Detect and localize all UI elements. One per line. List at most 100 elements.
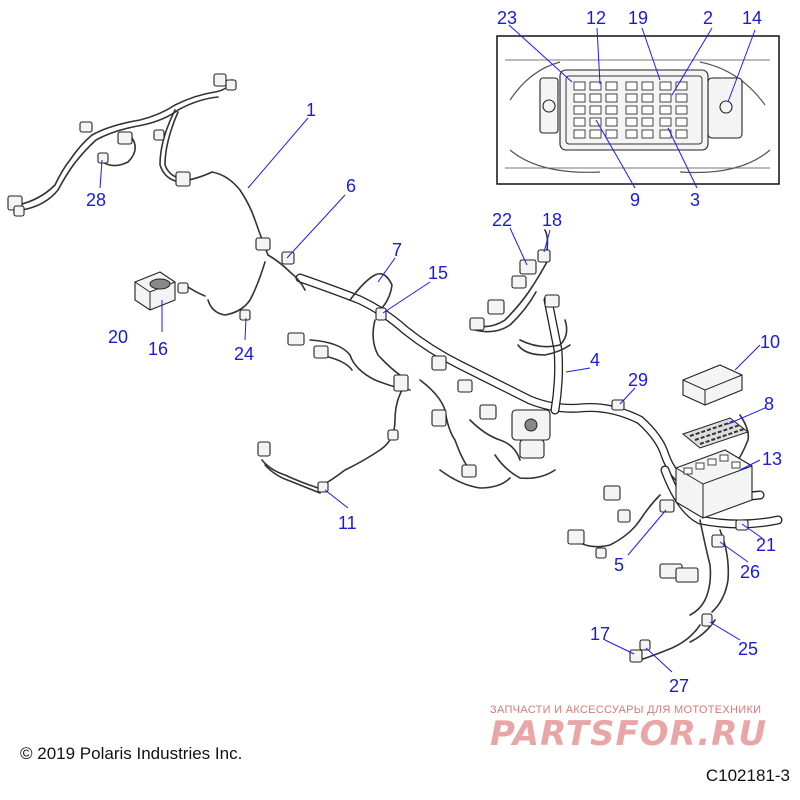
connector-icon (213, 73, 227, 87)
watermark-brand: PARTSFOR.RU (490, 714, 768, 754)
fuse-slot (625, 105, 638, 115)
connector-icon (393, 374, 409, 392)
connector-icon (255, 237, 271, 251)
callout-28: 28 (86, 190, 106, 210)
callout-18: 18 (542, 210, 562, 230)
connector-icon (567, 529, 585, 545)
fuse-box-inset (496, 35, 780, 185)
fuse-slot (675, 93, 688, 103)
fuse-slot (605, 129, 618, 139)
fuse-slot (641, 93, 654, 103)
fuse-slot (589, 105, 602, 115)
connector-icon (153, 129, 165, 141)
fuse-box-13-icon (675, 449, 753, 519)
fuse-slot (605, 93, 618, 103)
callout-20: 20 (108, 327, 128, 347)
fuse-slot (641, 117, 654, 127)
callout-12: 12 (586, 8, 606, 28)
callout-8: 8 (764, 394, 774, 414)
callout-23: 23 (497, 8, 517, 28)
connector-icon (225, 79, 237, 91)
callout-4: 4 (590, 350, 600, 370)
connector-icon (287, 332, 305, 346)
fuse-slot (641, 129, 654, 139)
clip-16-icon (177, 282, 189, 294)
clip-21-icon (735, 519, 749, 531)
connector-icon (511, 275, 527, 289)
fuse-slot (659, 81, 672, 91)
connector-icon (469, 317, 485, 331)
callout-26: 26 (740, 562, 760, 582)
watermark-tagline: ЗАПЧАСТИ И АКСЕССУАРЫ ДЛЯ МОТОТЕХНИКИ (490, 704, 762, 716)
connector-icon (431, 355, 447, 371)
fuse-slot (659, 93, 672, 103)
callout-7: 7 (392, 240, 402, 260)
fuse-slot (641, 81, 654, 91)
connector-icon (457, 379, 473, 393)
connector-icon (617, 509, 631, 523)
connector-icon (175, 171, 191, 187)
fuse-slot (573, 93, 586, 103)
clip-24-icon (239, 309, 251, 321)
connector-icon (461, 464, 477, 478)
fuse-slot (589, 129, 602, 139)
callout-1: 1 (306, 100, 316, 120)
callout-19: 19 (628, 8, 648, 28)
fuse-slot (573, 105, 586, 115)
fuse-slot (605, 81, 618, 91)
callout-3: 3 (690, 190, 700, 210)
connector-icon (479, 404, 497, 420)
callout-21: 21 (756, 535, 776, 555)
clip-27-icon (639, 639, 651, 651)
connector-17-icon (629, 649, 643, 663)
clip-icon (595, 547, 607, 559)
connector-icon (544, 294, 560, 308)
callout-17: 17 (590, 624, 610, 644)
clip-15-icon (375, 307, 387, 321)
fuse-slot (573, 81, 586, 91)
fuse-slot (625, 81, 638, 91)
clip-5-icon (659, 499, 675, 513)
callout-11: 11 (338, 513, 357, 533)
fuse-slot (573, 129, 586, 139)
copyright-notice: © 2019 Polaris Industries Inc. (20, 744, 243, 763)
fuse-slot (589, 117, 602, 127)
callout-6: 6 (346, 176, 356, 196)
inset-bolt-left (542, 99, 556, 113)
fuse-slot (625, 129, 638, 139)
sensor-20-icon (134, 271, 176, 311)
connector-icon (603, 485, 621, 501)
clip-25-icon (701, 613, 713, 627)
clip-icon (317, 481, 329, 493)
connector-icon (257, 441, 271, 457)
fuse-slot (573, 117, 586, 127)
grommet-6-icon (281, 251, 295, 265)
callout-22: 22 (492, 210, 512, 230)
fuse-slot (589, 81, 602, 91)
fuse-slot (589, 93, 602, 103)
fuse-slot (675, 81, 688, 91)
callout-16: 16 (148, 339, 168, 359)
callout-numbers: 1 2 3 4 5 6 7 8 9 10 11 12 13 14 15 16 1… (86, 8, 782, 696)
callout-2: 2 (703, 8, 713, 28)
fuse-slot (675, 117, 688, 127)
fuse-slot (659, 117, 672, 127)
callout-13: 13 (762, 449, 782, 469)
callout-15: 15 (428, 263, 448, 283)
relay-icon (675, 567, 699, 583)
clip-26-icon (711, 534, 725, 548)
module-10-icon (682, 364, 743, 406)
callout-29: 29 (628, 370, 648, 390)
fuse-slot (641, 105, 654, 115)
callout-10: 10 (760, 332, 780, 352)
callout-14: 14 (742, 8, 762, 28)
connector-icon (117, 131, 133, 145)
callout-24: 24 (234, 344, 254, 364)
fuse-slot (625, 93, 638, 103)
callout-9: 9 (630, 190, 640, 210)
connector-icon (487, 299, 505, 315)
fuse-slots (573, 81, 688, 139)
connector-icon (431, 409, 447, 427)
